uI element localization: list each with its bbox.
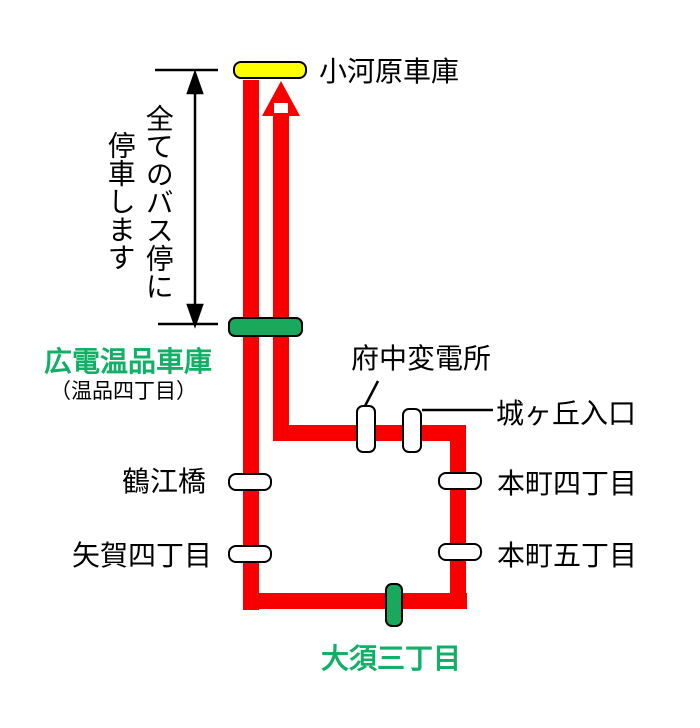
stop-sublabel-hiroden: （温品四丁目） [50,380,197,403]
measure-down-arrow-icon [186,303,204,329]
stop-label-ogawara: 小河原車庫 [319,56,460,87]
annotation-text-col1: 全てのバス停に [142,104,174,300]
stop-label-hiroden: 広電温品車庫 [44,346,213,377]
stop-marker-yaga4 [228,545,272,563]
stop-label-honmachi4: 本町四丁目 [497,468,638,499]
stop-label-jogaoka: 城ヶ丘入口 [496,398,637,429]
route-line-return [273,114,289,441]
stop-marker-osu3 [385,583,403,627]
stop-label-yaga4: 矢賀四丁目 [72,540,213,571]
stop-marker-tsurue [228,473,272,491]
stop-marker-hiroden-depot [228,317,303,337]
stop-marker-fuchu [356,405,376,453]
fuchu-pointer-line [363,380,380,407]
stop-label-honmachi5: 本町五丁目 [497,540,638,571]
route-line-bottom [243,593,467,609]
stop-label-osu3: 大須三丁目 [321,643,462,674]
annotation-text-col2: 停車します [104,131,136,271]
stop-marker-jogaoka [402,408,422,453]
stop-marker-honmachi4 [438,472,482,490]
route-arrow-notch [274,103,288,113]
stop-marker-ogawara-depot [233,61,307,79]
measure-up-arrow-icon [186,69,204,95]
stop-marker-honmachi5 [438,543,482,561]
stop-label-tsurue: 鶴江橋 [122,466,207,497]
stop-label-fuchu: 府中変電所 [351,343,492,374]
route-line-right [450,425,466,609]
route-line-outbound [243,80,259,610]
